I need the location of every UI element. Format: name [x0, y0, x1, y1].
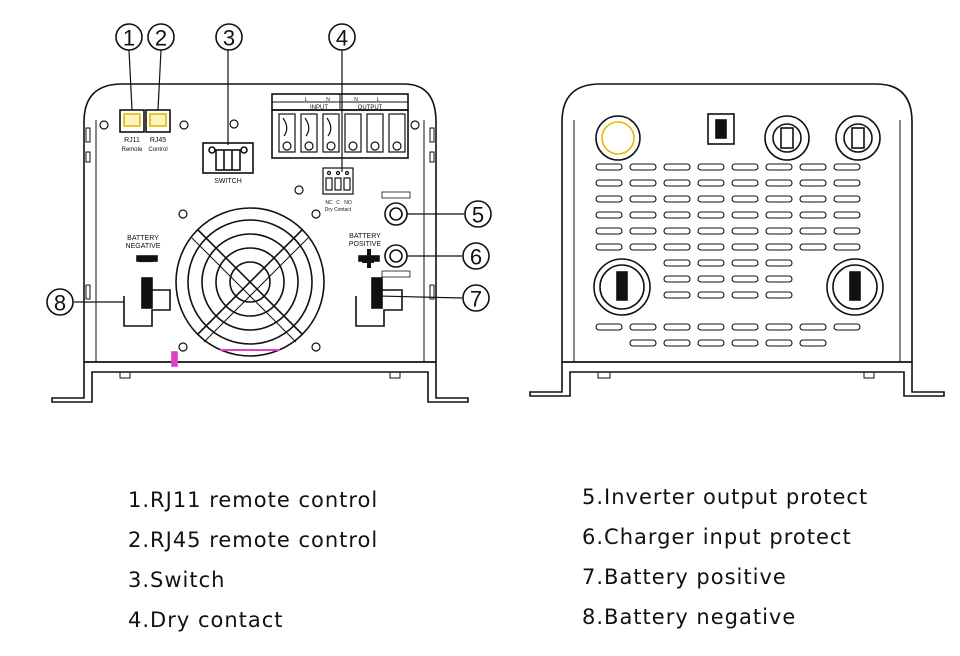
callout-circles [46, 23, 492, 316]
pink-marker [171, 351, 178, 367]
legend-item-4: 4.Dry contact [128, 608, 284, 632]
legend-item-2: 2.RJ45 remote control [128, 528, 379, 552]
vent-slots [595, 163, 861, 347]
terminal-input-l: L [305, 97, 308, 103]
rj45-label: RJ45 [150, 137, 166, 144]
battery-negative-label-line1: BATTERY [127, 235, 159, 242]
minus-sign: − [138, 245, 154, 276]
ac-terminal-block [271, 93, 409, 159]
callout-number-8: 8 [54, 291, 66, 316]
dry-nc-label: NC [325, 200, 333, 206]
back-cable-glands [593, 258, 884, 316]
callout-circle-2 [147, 23, 175, 51]
callout-circle-3 [215, 23, 243, 51]
terminal-input-n: N [326, 97, 330, 103]
front-screws [99, 119, 420, 352]
dry-contact-block [322, 167, 354, 195]
callout-number-2: 2 [155, 26, 167, 51]
callout-number-3: 3 [223, 26, 235, 51]
remote-label: Remote [121, 147, 143, 153]
switch-label: SWITCH [214, 178, 242, 185]
back-panel [529, 83, 945, 397]
plus-sign: + [361, 249, 375, 276]
input-label: INPUT [310, 105, 328, 111]
ac-outlets [595, 113, 881, 161]
terminal-output-l: L [377, 97, 380, 103]
legend-item-8: 8.Battery negative [582, 605, 797, 629]
callout-number-5: 5 [472, 203, 484, 228]
control-label: Control [148, 147, 167, 153]
dry-c-label: C [336, 200, 340, 206]
callout-number-4: 4 [336, 26, 348, 51]
battery-positive-label-line2: POSITIVE [349, 241, 382, 248]
legend-left: 1.RJ11 remote control 2.RJ45 remote cont… [128, 480, 378, 640]
callout-circle-7 [462, 284, 490, 312]
cooling-fan [175, 207, 325, 357]
callout-circle-1 [115, 23, 143, 51]
output-label: OUTPUT [358, 105, 383, 111]
protect-buttons [381, 191, 411, 278]
battery-negative-label-line2: NEGATIVE [126, 243, 161, 250]
legend-item-6: 6.Charger input protect [582, 525, 852, 549]
battery-terminals [123, 249, 403, 327]
dry-contact-label: Dry Contact [325, 207, 352, 213]
callout-circle-8 [46, 288, 74, 316]
battery-positive-label-line1: BATTERY [349, 233, 381, 240]
callout-number-7: 7 [470, 287, 482, 312]
callout-number-1: 1 [123, 26, 135, 51]
dry-no-label: NO [344, 200, 352, 206]
callout-circle-6 [462, 242, 490, 270]
rj11-label: RJ11 [124, 137, 140, 144]
front-panel [51, 83, 469, 403]
legend-item-1: 1.RJ11 remote control [128, 488, 379, 512]
switch-block [202, 142, 254, 174]
legend-item-5: 5.Inverter output protect [582, 485, 869, 509]
inverter-diagram: 1 2 3 4 5 6 7 8 RJ11 RJ45 Remote Control… [46, 23, 945, 403]
callout-leaders [74, 49, 464, 303]
legend-item-7: 7.Battery positive [582, 565, 787, 589]
legend-right: 5.Inverter output protect 6.Charger inpu… [582, 477, 868, 637]
callout-number-6: 6 [470, 245, 482, 270]
callout-circle-4 [328, 23, 356, 51]
rj-ports [119, 109, 171, 133]
side-slots [85, 127, 435, 300]
terminal-output-n: N [354, 97, 358, 103]
callout-circle-5 [464, 200, 492, 228]
legend-item-3: 3.Switch [128, 568, 226, 592]
